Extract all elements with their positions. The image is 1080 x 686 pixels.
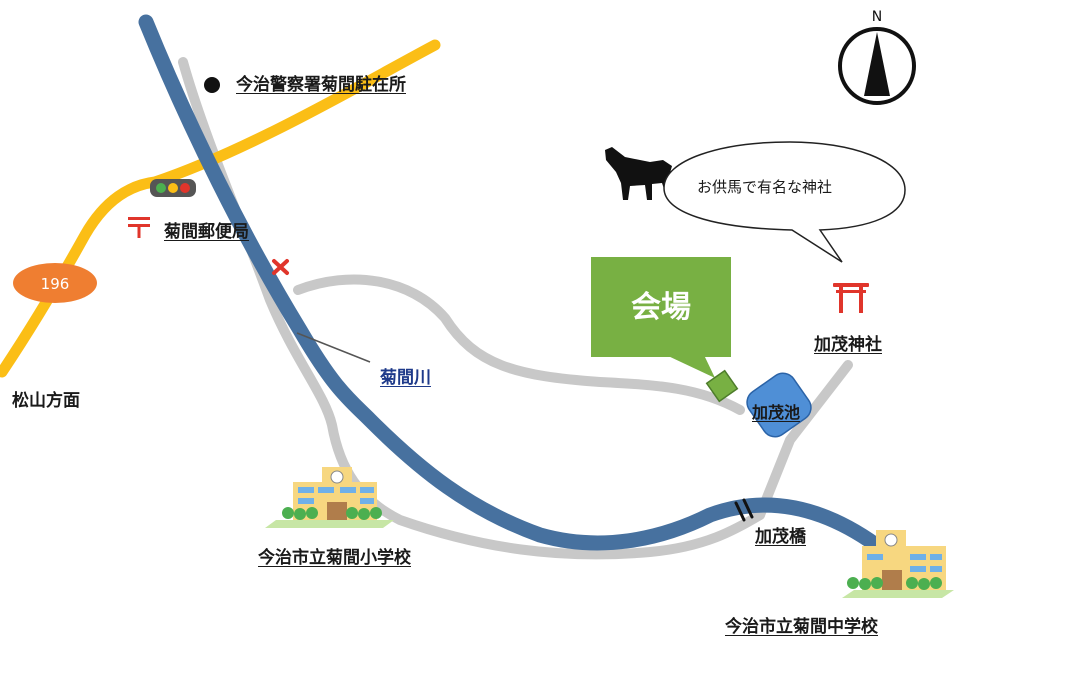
pond-label: 加茂池 [752,403,801,422]
bridge-icon [734,498,754,522]
torii-gate-icon [833,283,869,313]
x-mark-icon [272,259,289,275]
shrine-label: 加茂神社 [814,335,882,355]
bridge-label: 加茂橋 [755,527,806,547]
speech-text: お供馬で有名な神社 [697,178,833,196]
filled-circle-icon [204,77,220,93]
route-number: 196 [41,275,70,293]
route-badge [13,263,97,303]
post-office-mark-icon [128,217,150,238]
police-box-label: 今治警察署菊間駐在所 [236,75,406,95]
venue-callout [591,257,731,378]
kamo-pond [746,372,812,438]
post-office-label: 菊間郵便局 [164,222,249,242]
traffic-light-icon [150,179,196,197]
road-to-venue [293,274,745,415]
river-leader-line [296,332,371,363]
school-building-icon [842,530,954,598]
school-building-icon [265,467,394,528]
elementary-school-label: 今治市立菊間小学校 [258,548,411,568]
river-label: 菊間川 [380,368,431,388]
junior-high-school-label: 今治市立菊間中学校 [725,617,878,637]
road-to-shrine [755,360,853,520]
horse-icon [605,147,672,200]
venue-marker [705,369,739,403]
compass-north-label: N [872,9,882,25]
compass-icon [838,27,916,105]
venue-label: 会場 [631,290,691,325]
kikuma-river [138,14,884,553]
speech-bubble [663,141,906,263]
matsuyama-direction-label: 松山方面 [12,391,80,411]
